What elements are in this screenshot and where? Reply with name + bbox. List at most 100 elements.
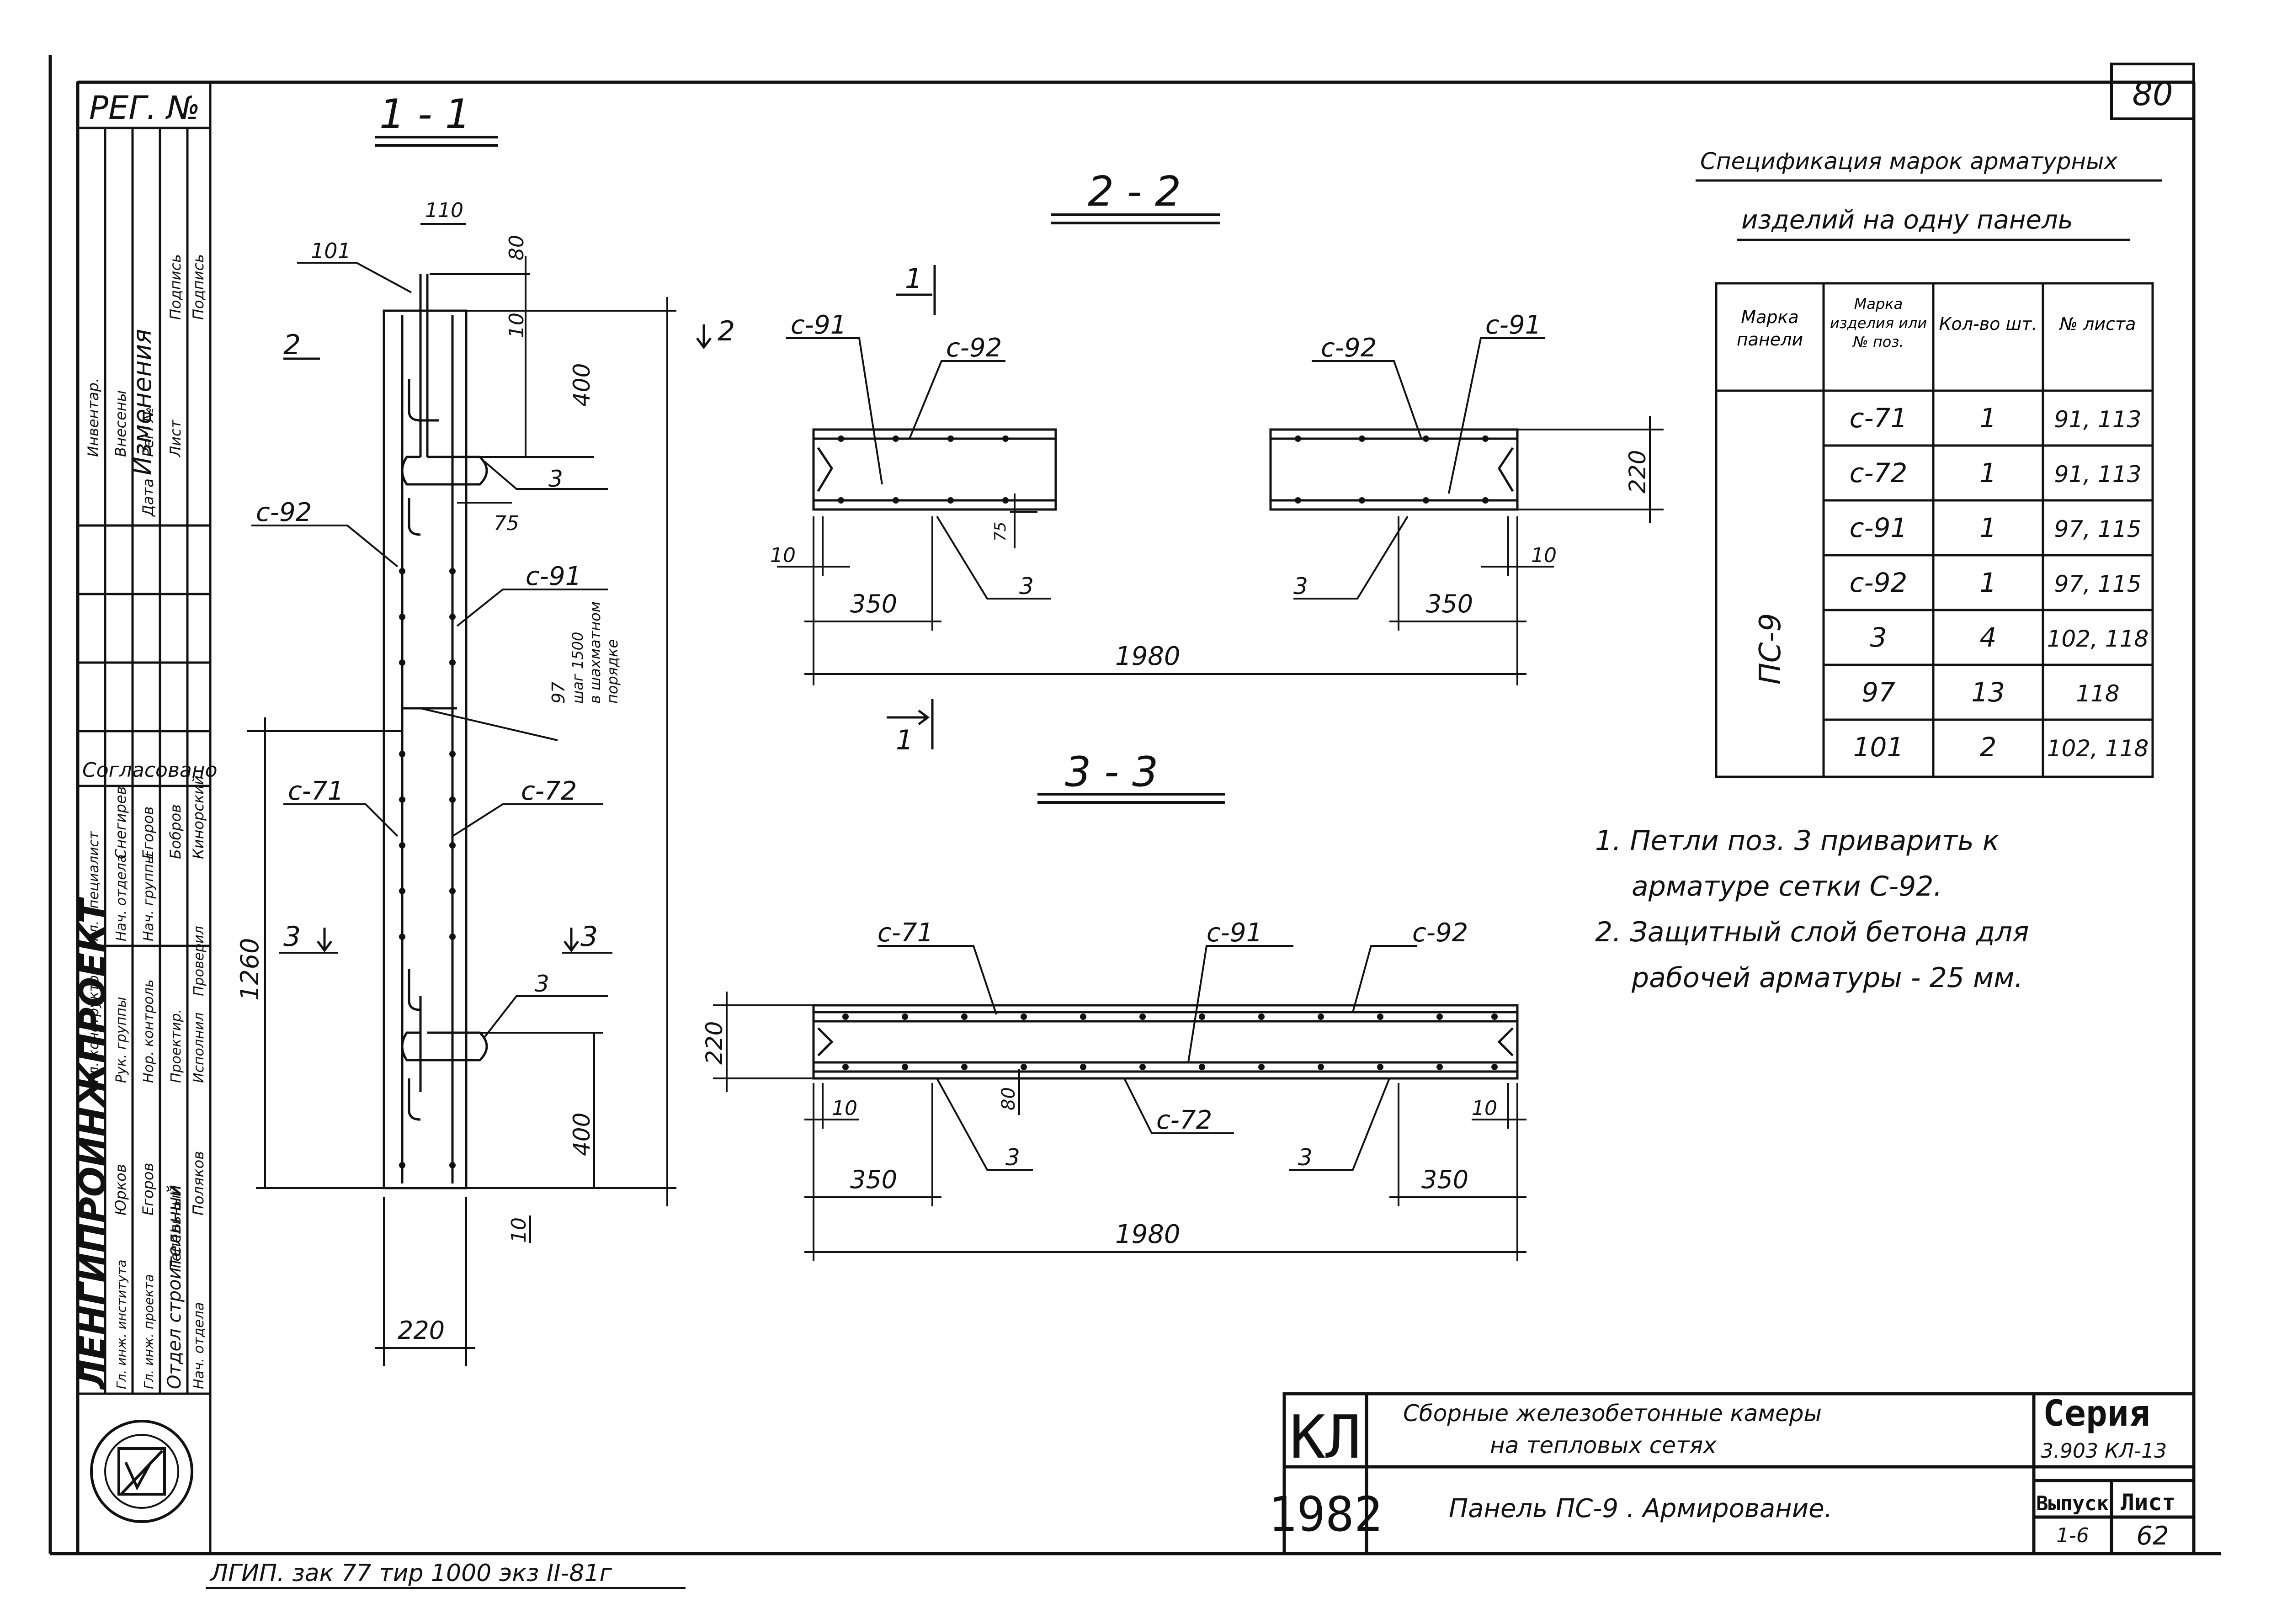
dim-3-3-350-right: 350 [1421, 1165, 1468, 1194]
chief-1: Гл. инж. проекта [141, 1274, 156, 1389]
spec-table: Спецификация марок арматурных изделий на… [1696, 148, 2162, 778]
stamp-title-line2: на тепловых сетях [1490, 1432, 1717, 1459]
spec-row-5-mark: 97 [1861, 677, 1895, 708]
changes-col-1: Внесены [112, 390, 129, 457]
role-5: Проверил [191, 926, 207, 996]
dim-1-1-10-top: 10 [505, 313, 528, 338]
spec-header-1: Марка изделия или № поз. [1830, 295, 1927, 351]
spec-title-line2: изделий на одну панель [1741, 205, 2073, 235]
spec-row-1-sheet: 91, 113 [2054, 461, 2142, 488]
dim-2-2-10-right: 10 [1531, 544, 1557, 567]
stamp-sheet-label: Лист [2121, 1489, 2175, 1516]
dim-3-3-350-left: 350 [850, 1165, 897, 1194]
dim-1-1-75: 75 [494, 512, 519, 535]
dim-3-3-1980: 1980 [1115, 1220, 1181, 1249]
dimensions-2-2 [777, 416, 1664, 685]
leaders-2-2 [786, 337, 1545, 600]
note-97-c: в шахматном [586, 601, 604, 704]
spec-header-2-box: Кол-во шт. [1939, 314, 2037, 334]
view-1-1: 1 - 1 [235, 90, 735, 1366]
changes-col-6: Подпись [190, 254, 207, 320]
dim-2-2-350-left: 350 [850, 589, 897, 618]
dim-3-3-220: 220 [701, 1021, 728, 1065]
label-2-2-c92-left: с-92 [946, 333, 1002, 363]
note-2-line2: рабочей арматуры - 25 мм. [1631, 962, 2023, 994]
agreed-name-3: Кинорский [190, 775, 207, 859]
name-0: Юрков [112, 1164, 129, 1215]
role-1: Рук. группы [113, 997, 129, 1083]
changes-col-3: Рег. № [139, 407, 157, 457]
side-stamp: РЕГ. № Изменения Инвентар. Внесены Дата … [73, 81, 218, 1555]
dim-1-1-220: 220 [398, 1316, 445, 1345]
spec-row-5-sheet: 118 [2076, 680, 2119, 707]
spec-row-3-qty: 1 [1980, 567, 1997, 598]
note-1-line2: арматуре сетки С-92. [1632, 870, 1942, 902]
leaders-1-1 [251, 262, 608, 1038]
spec-row-4-sheet: 102, 118 [2047, 626, 2149, 652]
spec-row-3-sheet: 97, 115 [2054, 571, 2142, 597]
role-4: Исполнил [191, 1013, 207, 1083]
stamp-year: 1982 [1268, 1486, 1383, 1542]
spec-row-6-mark: 101 [1853, 732, 1904, 763]
spec-row-4-qty: 4 [1980, 622, 1997, 653]
name-2: Тепельный [167, 1185, 184, 1270]
dim-2-2-350-right: 350 [1426, 589, 1473, 618]
spec-header-3-box: № листа [2059, 314, 2136, 334]
note-97-b: шаг 1500 [569, 632, 586, 704]
cut-3-right: 3 [580, 921, 598, 953]
label-2-2-c92-right: с-92 [1321, 333, 1377, 363]
institute-name: ЛЕНГИПРОИНЖПРОЕКТ [73, 897, 114, 1390]
spec-header-0: Марка панели [1736, 307, 1803, 350]
dim-1-1-10-bot: 10 [507, 1217, 531, 1243]
spec-row-3-mark: с-92 [1850, 567, 1908, 598]
section-title-2-2: 2 - 2 [1088, 168, 1181, 216]
agreed-label: Согласовано [82, 759, 218, 782]
bar-dots-1-1 [399, 568, 456, 1168]
department-name: Отдел строительный [164, 1185, 185, 1389]
agreed-name-2: Бобров [167, 804, 184, 859]
bar-dots-2-2 [838, 435, 1489, 504]
page-number: 80 [2132, 75, 2173, 113]
agreed-name-0: Снегирев [112, 786, 129, 859]
reg-number-label: РЕГ. № [89, 89, 200, 127]
spec-row-6-sheet: 102, 118 [2047, 735, 2149, 762]
label-2-2-3-right: 3 [1293, 573, 1308, 600]
cut-1-top: 1 [905, 263, 922, 295]
spec-rows: с-71 1 91, 113 с-72 1 91, 113 с-91 1 97,… [1850, 403, 2149, 763]
stamp-code: КЛ [1290, 1402, 1362, 1472]
changes-title: Изменения [128, 329, 157, 475]
role-0: Гл. конструктор [86, 966, 102, 1083]
dim-1-1-80: 80 [505, 235, 528, 260]
dim-2-2-220: 220 [1624, 450, 1651, 494]
changes-col-0: Инвентар. [85, 378, 102, 457]
reinforcement-1-1 [401, 274, 488, 1184]
leaders-3-3 [878, 945, 1417, 1171]
page-number-box: 80 [2110, 63, 2195, 120]
agreed-name-1: Егоров [139, 807, 157, 859]
stamp-series-value: 3.903 КЛ-13 [2041, 1439, 2167, 1463]
dim-1-1-400-top: 400 [569, 363, 595, 407]
panel-2-2-right [1269, 428, 1519, 511]
dimensions-3-3 [713, 992, 1526, 1261]
dim-3-3-10-right: 10 [1472, 1097, 1497, 1120]
spec-row-4-mark: 3 [1870, 622, 1887, 653]
label-2-2-c91-left: с-91 [791, 310, 846, 340]
role-2: Нор. контроль [141, 979, 157, 1083]
cut-3-left: 3 [283, 921, 301, 953]
dim-1-1-400-bot: 400 [569, 1113, 595, 1156]
dim-3-3-10-left: 10 [832, 1097, 857, 1120]
cut-2-left: 2 [283, 329, 301, 361]
label-2-2-c91-right: с-91 [1485, 310, 1541, 340]
label-3-3-c91: с-91 [1207, 918, 1262, 948]
spec-row-2-qty: 1 [1980, 512, 1997, 543]
label-1-1-3a: 3 [548, 466, 563, 492]
name-3: Поляков [190, 1151, 207, 1215]
chief-2: Нач. отдела [191, 1302, 207, 1389]
dimensions-1-1 [247, 223, 676, 1366]
spec-header-3: № листа [2059, 314, 2136, 334]
note-2-line1: 2. Защитный слой бетона для [1595, 916, 2029, 948]
panel-2-2-left [812, 428, 1057, 511]
label-2-2-3-left: 3 [1019, 573, 1034, 600]
label-1-1-3b: 3 [535, 971, 549, 997]
section-title-1-1: 1 - 1 [379, 90, 471, 138]
